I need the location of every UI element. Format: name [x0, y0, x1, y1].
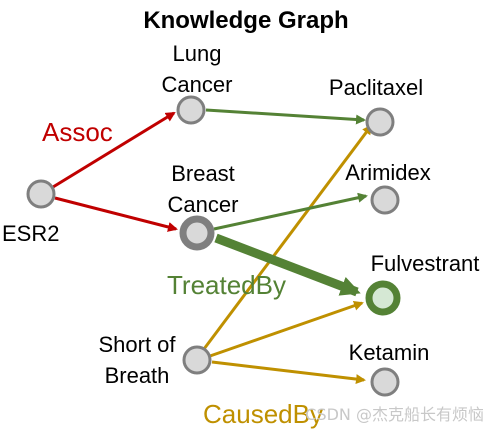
node-ketamin — [370, 367, 400, 397]
node-lung-cancer — [176, 95, 206, 125]
label-breast-cancer-line1: Breast — [171, 161, 235, 186]
edge-breath-paclitaxel — [202, 124, 373, 350]
label-fulvestrant: Fulvestrant — [371, 251, 480, 276]
label-short-of-breath-line1: Short of — [98, 332, 176, 357]
label-arimidex: Arimidex — [345, 160, 431, 185]
edge-lung-cancer-paclitaxel — [205, 108, 366, 125]
label-short-of-breath-line2: Breath — [105, 363, 170, 388]
node-esr2 — [26, 179, 56, 209]
label-lung-cancer-line2: Cancer — [162, 72, 233, 97]
label-esr2: ESR2 — [2, 221, 59, 246]
node-breast-cancer — [179, 215, 215, 251]
node-arimidex — [370, 185, 400, 215]
edge-esr2-breast-cancer — [54, 196, 178, 232]
label-ketamin: Ketamin — [349, 340, 430, 365]
node-paclitaxel — [365, 107, 395, 137]
relation-label-assoc: Assoc — [42, 117, 113, 147]
edge-breast-cancer-arimidex — [213, 192, 368, 231]
label-breast-cancer-line2: Cancer — [168, 192, 239, 217]
node-short-of-breath — [182, 345, 212, 375]
node-fulvestrant — [365, 280, 401, 316]
relation-label-treated-by: TreatedBy — [167, 270, 286, 300]
relation-label-caused-by: CausedBy — [203, 399, 323, 429]
edge-breath-ketamin — [211, 360, 366, 385]
edge-breath-fulvestrant — [209, 300, 364, 358]
label-paclitaxel: Paclitaxel — [329, 75, 423, 100]
edge-breast-cancer-fulvestrant — [214, 233, 361, 297]
label-lung-cancer-line1: Lung — [173, 41, 222, 66]
diagram-title: Knowledge Graph — [143, 7, 348, 34]
watermark: CSDN @杰克船长有烦恼 — [305, 405, 484, 424]
edge-esr2-lung-cancer — [52, 111, 176, 189]
